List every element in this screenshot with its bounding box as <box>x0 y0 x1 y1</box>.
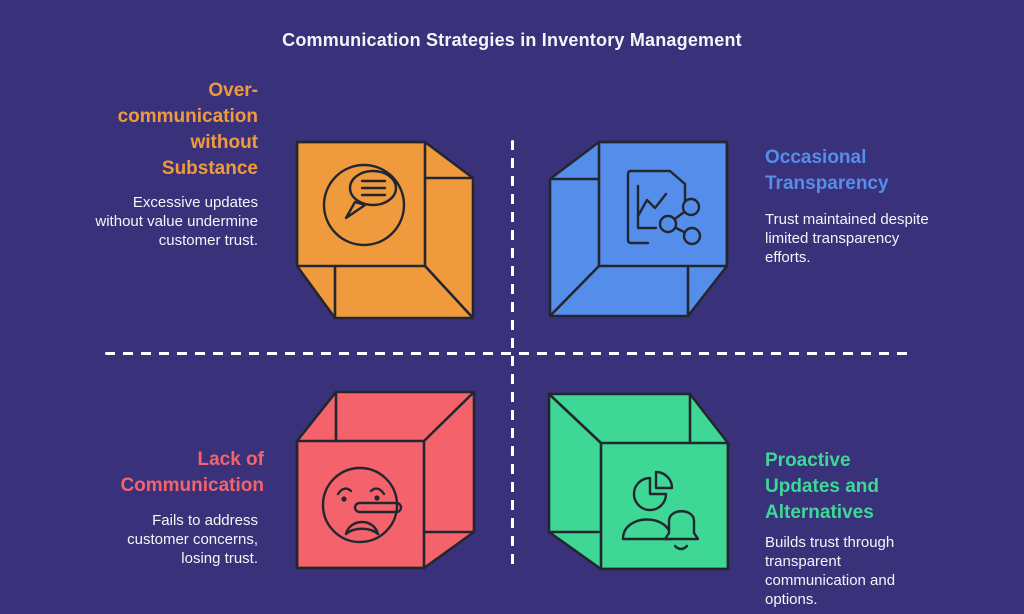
quadrant-body-proactive-updates: Builds trust through transparent communi… <box>765 534 896 608</box>
page-title: Communication Strategies in Inventory Ma… <box>282 30 742 50</box>
quadrant-body-lack-of-communication: Fails to address customer concerns, losi… <box>127 512 258 567</box>
quadrant-body-over-communication: Excessive updates without value undermin… <box>95 194 258 249</box>
quadrant-body-occasional-transparency: Trust maintained despite limited transpa… <box>765 211 929 266</box>
speech-bubble-icon <box>322 163 406 247</box>
report-share-icon <box>626 169 702 246</box>
quadrant-heading-occasional-transparency: Occasional Transparency <box>765 147 889 194</box>
lying-face-cube-icon <box>295 390 476 570</box>
speech-bubble-cube-icon <box>295 140 475 320</box>
pie-person-bell-cube-icon <box>547 392 730 571</box>
quadrant-divider-horizontal <box>105 352 915 355</box>
quadrant-heading-lack-of-communication: Lack of Communication <box>120 449 264 496</box>
quadrant-heading-over-communication: Over-communication without Substance <box>117 80 258 179</box>
worried-long-nose-face-icon <box>321 466 403 544</box>
quadrant-heading-proactive-updates: Proactive Updates and Alternatives <box>765 450 880 523</box>
document-share-cube-icon <box>548 140 729 318</box>
quadrant-divider-vertical <box>511 140 514 568</box>
pie-chart-person-bell-icon <box>621 470 700 551</box>
